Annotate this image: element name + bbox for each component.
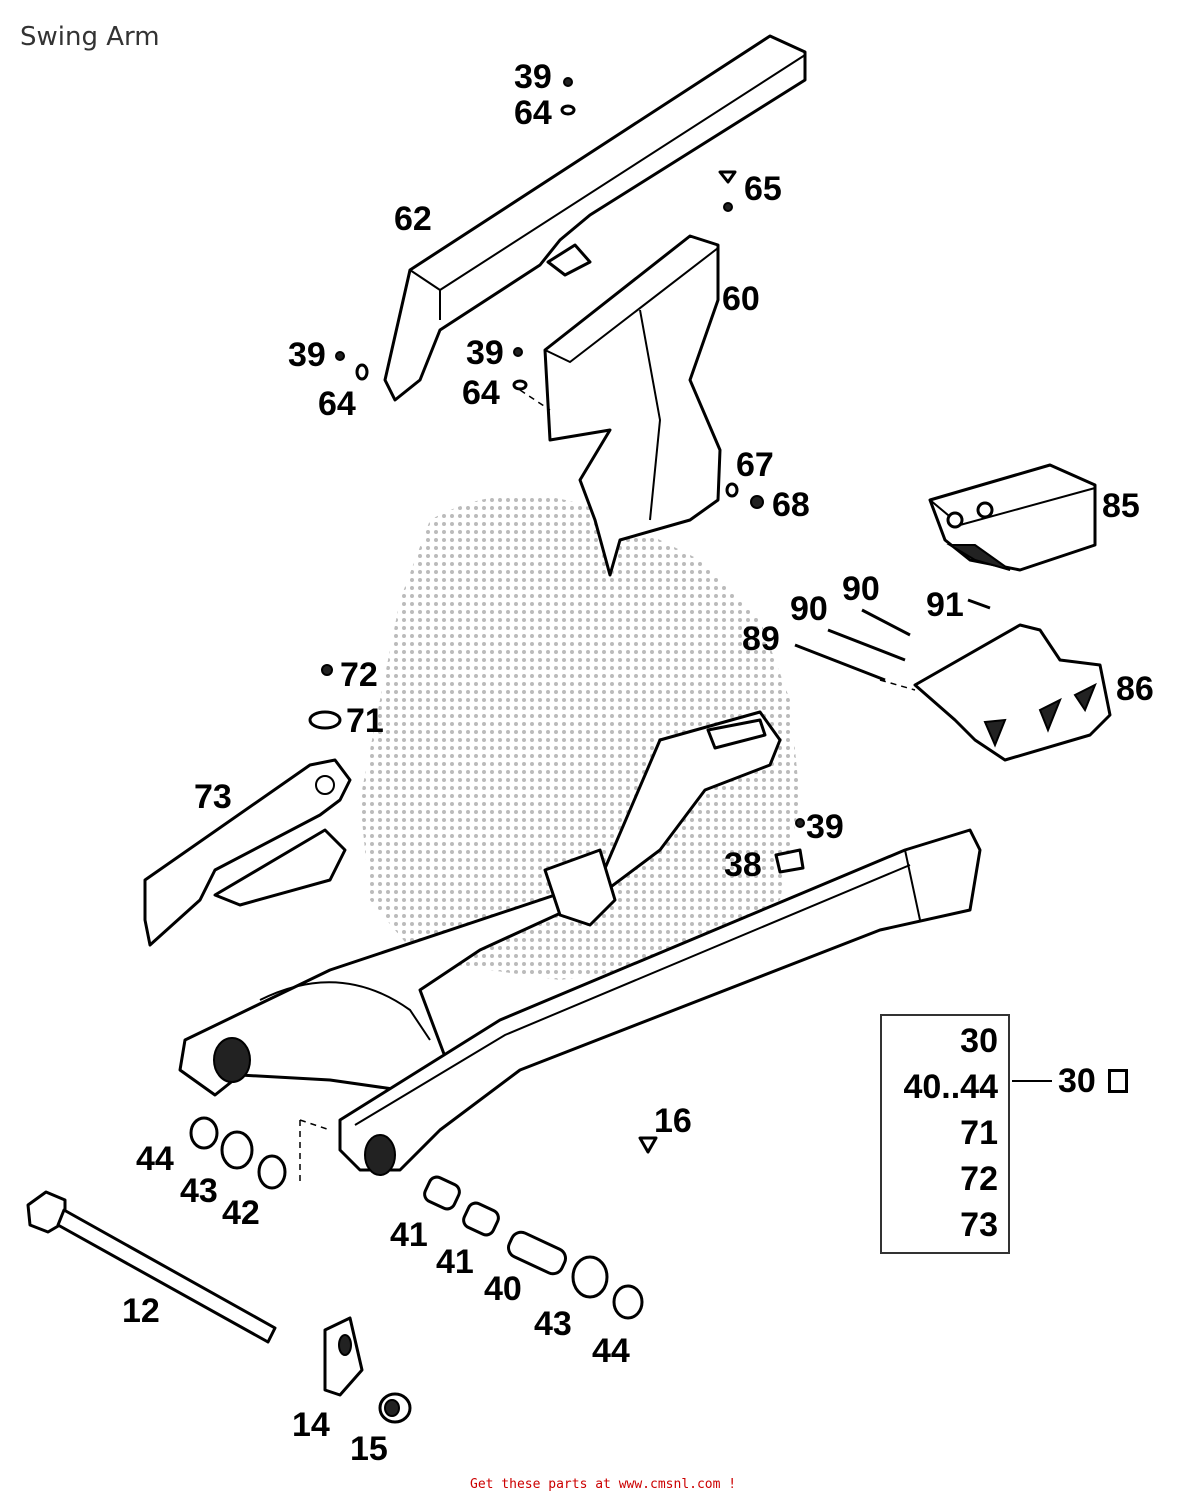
callout-39-left: 39: [288, 336, 326, 374]
part-30-swing-arm: [178, 710, 982, 1176]
kit-contents-box: 30 40..44 71 72 73: [880, 1014, 1010, 1254]
callout-91: 91: [926, 586, 964, 624]
footer-link[interactable]: Get these parts at www.cmsnl.com !: [470, 1477, 737, 1492]
callout-15: 15: [350, 1430, 388, 1468]
part-86-chain-guide: [913, 623, 1112, 762]
part-14-15-plate-and-nut: [323, 1316, 412, 1424]
kit-item: 40..44: [903, 1068, 998, 1106]
callout-60: 60: [722, 280, 760, 318]
kit-item: 30: [960, 1022, 998, 1060]
callout-14: 14: [292, 1406, 330, 1444]
part-85-chain-guide-block: [928, 463, 1097, 572]
callout-41-a: 41: [390, 1216, 428, 1254]
callout-68: 68: [772, 486, 810, 524]
callout-85: 85: [1102, 487, 1140, 525]
callout-39-top: 39: [514, 58, 552, 96]
callout-64-top: 64: [514, 94, 552, 132]
small-hardware: [299, 77, 805, 1185]
kit-reference-number: 30: [1058, 1062, 1096, 1100]
kit-reference-square-icon: [1108, 1069, 1128, 1093]
callout-64-mid: 64: [462, 374, 500, 412]
callout-44-right: 44: [592, 1332, 630, 1370]
callout-labels: 39 64 65 62 60 39 64 39 64 67 68 85 90 9…: [122, 58, 1154, 1468]
part-60-chain-guard-lower: [543, 234, 722, 577]
callout-64-left: 64: [318, 385, 356, 423]
kit-leader-line: [1012, 1080, 1052, 1082]
callout-41-b: 41: [436, 1243, 474, 1281]
callout-86: 86: [1116, 670, 1154, 708]
callout-62: 62: [394, 200, 432, 238]
kit-item: 73: [960, 1206, 998, 1244]
part-62-chain-guard: [383, 34, 807, 402]
callout-16: 16: [654, 1102, 692, 1140]
diagram-title: Swing Arm: [20, 22, 160, 52]
kit-item: 72: [960, 1160, 998, 1198]
bolts-89-90-91: [794, 598, 991, 691]
callout-38: 38: [724, 846, 762, 884]
callout-43-right: 43: [534, 1305, 572, 1343]
callout-44-left: 44: [136, 1140, 174, 1178]
callout-89: 89: [742, 620, 780, 658]
callout-90-a: 90: [842, 570, 880, 608]
callout-67: 67: [736, 446, 774, 484]
callout-42: 42: [222, 1194, 260, 1232]
callout-73: 73: [194, 778, 232, 816]
callout-39-mid: 39: [466, 334, 504, 372]
callout-12: 12: [122, 1292, 160, 1330]
callout-90-b: 90: [790, 590, 828, 628]
callout-39-right: 39: [806, 808, 844, 846]
callout-43-left: 43: [180, 1172, 218, 1210]
watermark-logo: [360, 495, 800, 980]
bearings-and-bushings: [189, 1116, 644, 1320]
callout-71: 71: [346, 702, 384, 740]
callout-40: 40: [484, 1270, 522, 1308]
part-12-pivot-bolt: [26, 1190, 277, 1344]
kit-item: 71: [960, 1114, 998, 1152]
callout-65: 65: [744, 170, 782, 208]
part-73-chain-slider: [143, 758, 352, 947]
callout-72: 72: [340, 656, 378, 694]
